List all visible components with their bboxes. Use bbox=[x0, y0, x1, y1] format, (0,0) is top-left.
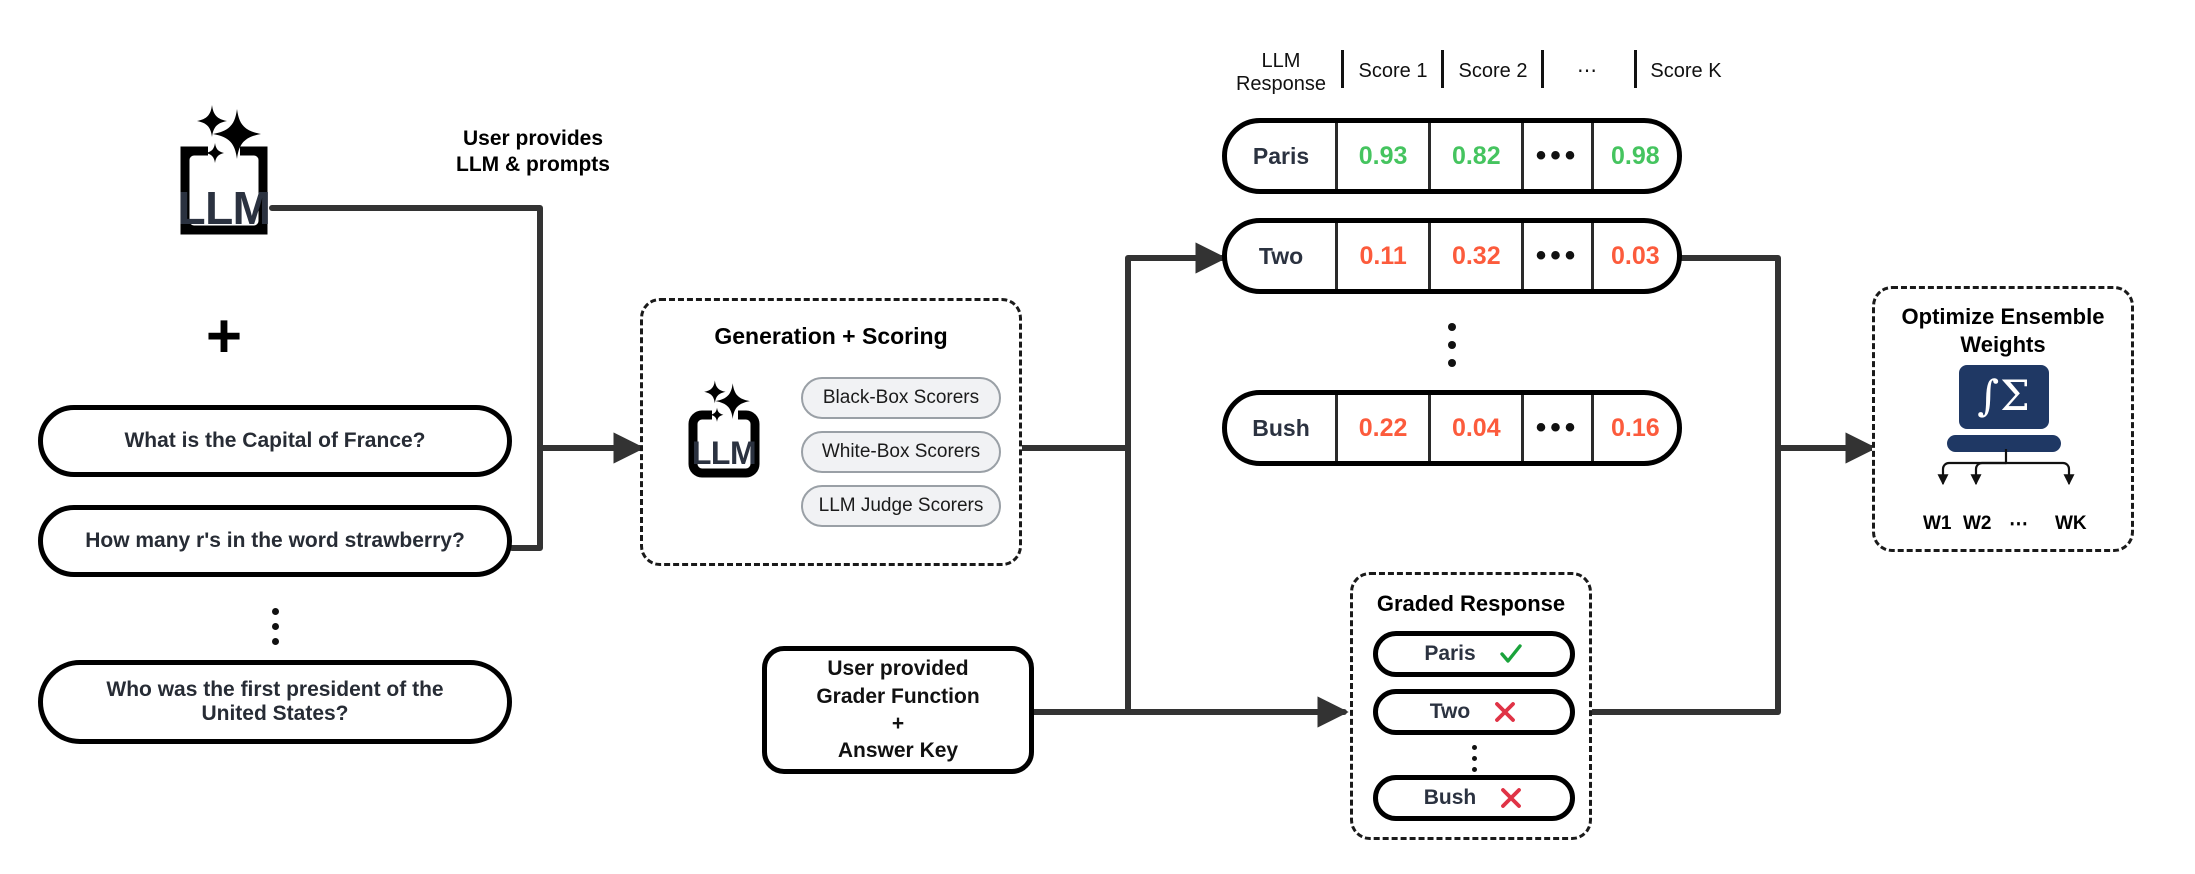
llm-icon-label: LLM bbox=[691, 435, 757, 471]
graded-row-paris[interactable]: Paris bbox=[1373, 631, 1575, 677]
weight-branch-arrows bbox=[1937, 449, 2075, 486]
prompt-pill-3[interactable]: Who was the first president of the Unite… bbox=[38, 660, 512, 744]
score-cell-1: 0.93 bbox=[1338, 123, 1432, 189]
scorer-chip-llm-judge[interactable]: LLM Judge Scorers bbox=[801, 485, 1001, 527]
score-table-row-bush[interactable]: Bush 0.22 0.04 ••• 0.16 bbox=[1222, 390, 1682, 466]
user-provides-line2: LLM & prompts bbox=[456, 153, 610, 177]
input-llm-icon: LLM bbox=[172, 105, 276, 243]
score-table-row-two[interactable]: Two 0.11 0.32 ••• 0.03 bbox=[1222, 218, 1682, 294]
grader-line-3: + bbox=[891, 712, 905, 735]
score-cell-1: 0.22 bbox=[1338, 395, 1432, 461]
graded-row-label: Two bbox=[1429, 700, 1471, 723]
score-cell-2: 0.82 bbox=[1431, 123, 1525, 189]
optimizer-laptop-icon bbox=[1947, 365, 2061, 452]
weight-label-wk: WK bbox=[2055, 513, 2087, 534]
weight-label-w1: W1 bbox=[1923, 513, 1952, 534]
scorer-label-1: Black-Box Scorers bbox=[822, 387, 980, 408]
weight-label-ellipsis: ⋯ bbox=[2009, 514, 2028, 535]
score-header-2: Score 2 bbox=[1458, 60, 1528, 82]
prompt-text-2: How many r's in the word strawberry? bbox=[85, 529, 465, 552]
wire-prompt-to-junction bbox=[509, 445, 543, 551]
optimize-title-line1: Optimize Ensemble bbox=[1901, 304, 2105, 329]
grader-line-4: Answer Key bbox=[837, 739, 959, 763]
score-cell-ellipsis: ••• bbox=[1524, 223, 1594, 289]
generation-scoring-title: Generation + Scoring bbox=[714, 323, 948, 349]
scorer-chip-black-box[interactable]: Black-Box Scorers bbox=[801, 377, 1001, 419]
optimizer-symbols: ∫Σ bbox=[1977, 370, 2031, 420]
wire-graded-to-merge bbox=[1589, 445, 1781, 715]
optimize-ensemble-panel: Optimize Ensemble Weights ∫Σ W1 bbox=[1872, 286, 2134, 552]
graded-row-bush[interactable]: Bush bbox=[1373, 775, 1575, 821]
score-cell-k: 0.16 bbox=[1611, 413, 1660, 442]
generation-llm-icon: LLM bbox=[685, 380, 763, 481]
graded-response-panel: Graded Response Paris Two Bush bbox=[1350, 572, 1592, 840]
graded-row-two[interactable]: Two bbox=[1373, 689, 1575, 735]
score-cell-2: 0.04 bbox=[1431, 395, 1525, 461]
score-header-k: Score K bbox=[1650, 60, 1722, 82]
wire-scores-to-merge bbox=[1679, 255, 1781, 451]
grader-function-card[interactable]: User provided Grader Function + Answer K… bbox=[762, 646, 1034, 774]
graded-row-label: Bush bbox=[1423, 786, 1477, 809]
header-sep-2 bbox=[1441, 50, 1444, 88]
score-header-response-line2: Response bbox=[1235, 73, 1327, 95]
wire-to-graded-response bbox=[1125, 445, 1349, 728]
prompt-pill-1[interactable]: What is the Capital of France? bbox=[38, 405, 512, 477]
user-provides-line1: User provides bbox=[462, 127, 604, 150]
check-icon bbox=[1499, 644, 1522, 663]
score-cell-2: 0.32 bbox=[1431, 223, 1525, 289]
grader-line-1: User provided bbox=[827, 657, 969, 681]
graded-response-title: Graded Response bbox=[1376, 591, 1566, 616]
prompt-pill-2[interactable]: How many r's in the word strawberry? bbox=[38, 505, 512, 577]
header-sep-1 bbox=[1341, 50, 1344, 88]
scorer-label-2: White-Box Scorers bbox=[821, 441, 981, 462]
user-provides-label: User provides LLM & prompts bbox=[388, 126, 678, 179]
wire-to-score-table bbox=[1125, 242, 1227, 451]
scorer-label-3: LLM Judge Scorers bbox=[818, 495, 984, 516]
score-cell-k: 0.98 bbox=[1611, 141, 1660, 170]
score-header-1: Score 1 bbox=[1358, 60, 1428, 82]
score-header-response-line1: LLM bbox=[1261, 50, 1301, 72]
graded-row-label: Paris bbox=[1424, 642, 1476, 665]
score-row-label: Two bbox=[1227, 223, 1339, 289]
llm-icon-label: LLM bbox=[177, 182, 271, 234]
prompt-text-3: Who was the first president of the Unite… bbox=[106, 678, 444, 725]
score-cell-1: 0.11 bbox=[1338, 223, 1432, 289]
cross-icon bbox=[1501, 788, 1522, 808]
scorer-chip-white-box[interactable]: White-Box Scorers bbox=[801, 431, 1001, 473]
score-table-row-paris[interactable]: Paris 0.93 0.82 ••• 0.98 bbox=[1222, 118, 1682, 194]
grader-line-2: Grader Function bbox=[816, 684, 980, 708]
score-header-ellipsis: ⋯ bbox=[1577, 60, 1597, 82]
cross-icon bbox=[1495, 702, 1516, 722]
score-header-response: LLM Response bbox=[1229, 50, 1333, 96]
plus-symbol: + bbox=[205, 302, 243, 371]
score-cell-ellipsis: ••• bbox=[1524, 123, 1594, 189]
sparkle-icon bbox=[704, 380, 750, 422]
prompt-text-1: What is the Capital of France? bbox=[124, 429, 426, 452]
prompt-list-ellipsis bbox=[38, 600, 512, 652]
weight-label-w2: W2 bbox=[1963, 513, 1992, 534]
score-row-label: Bush bbox=[1227, 395, 1339, 461]
sparkle-icon bbox=[197, 105, 261, 163]
score-cell-k: 0.03 bbox=[1611, 241, 1660, 270]
optimize-title-line2: Weights bbox=[1960, 331, 2046, 357]
optimize-title: Optimize Ensemble Weights bbox=[1875, 303, 2131, 358]
generation-scoring-panel: Generation + Scoring LLM Black-Box Score… bbox=[640, 298, 1022, 566]
header-sep-3 bbox=[1541, 50, 1544, 88]
header-sep-4 bbox=[1634, 50, 1637, 88]
score-row-label: Paris bbox=[1227, 123, 1339, 189]
score-table-ellipsis bbox=[1222, 316, 1682, 374]
score-cell-ellipsis: ••• bbox=[1524, 395, 1594, 461]
graded-response-ellipsis bbox=[1373, 741, 1575, 775]
